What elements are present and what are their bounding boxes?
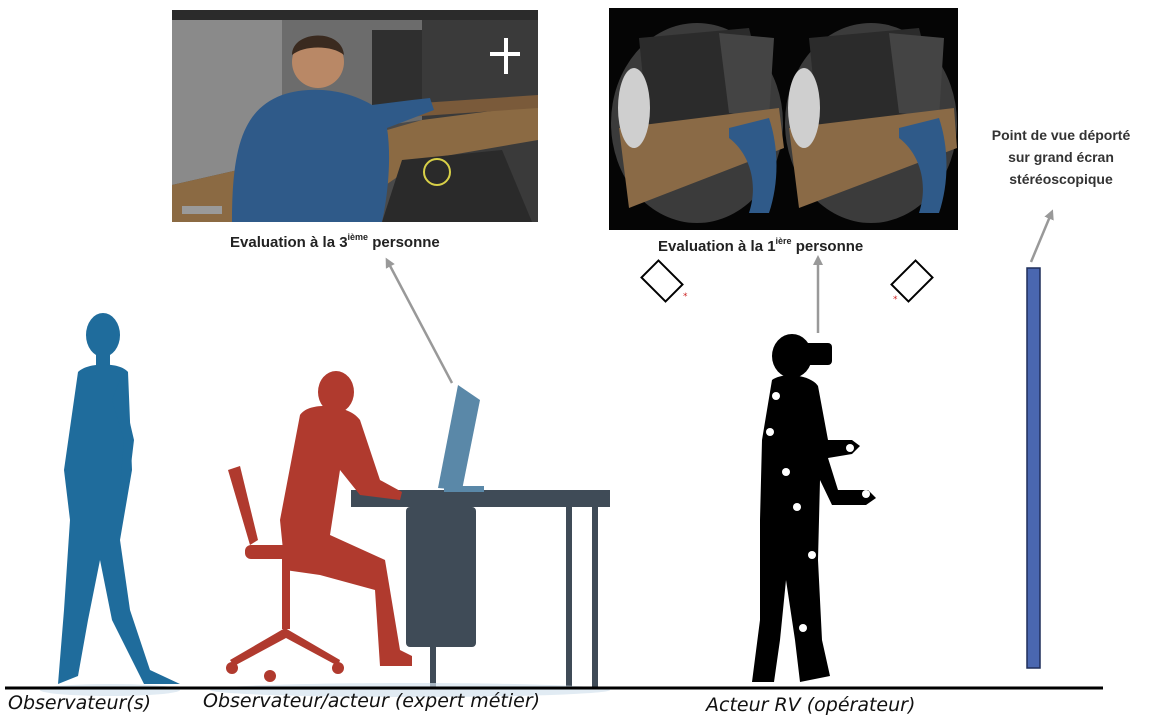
observer-figure [58,313,180,684]
arrow-monitor-to-third-person [385,257,454,384]
observer-actor-label: Observateur/acteur (expert métier) [203,690,541,712]
remote-stereoscopic-view-label: Point de vue déporté sur grand écran sté… [966,124,1156,190]
first-person-caption: Evaluation à la 1ière personne [658,236,864,255]
svg-text:*: * [893,295,898,305]
office-chair [226,466,344,682]
observers-label: Observateur(s) [8,692,152,714]
vr-actor-figure [752,334,876,682]
third-person-caption: Evaluation à la 3ième personne [230,232,440,251]
tracking-camera-left-icon: * [640,259,688,303]
third-person-view-screenshot [172,10,538,222]
left-eye-view [611,23,784,223]
remote-view-line-2: sur grand écran [1008,149,1114,165]
computer-monitor [438,385,484,492]
tracking-camera-right-icon: * [890,259,934,305]
right-eye-view [785,23,957,223]
svg-text:*: * [683,292,688,302]
desk [351,490,610,687]
remote-view-line-1: Point de vue déporté [991,127,1131,143]
stereoscopic-screen [1026,267,1041,669]
first-person-view-screenshot [609,8,958,230]
remote-view-line-3: stéréoscopique [1009,171,1113,187]
motion-capture-markers [766,392,870,632]
expert-figure [280,371,412,666]
arrow-screen-to-remote-view [1029,209,1054,263]
vr-actor-label: Acteur RV (opérateur) [706,694,916,716]
